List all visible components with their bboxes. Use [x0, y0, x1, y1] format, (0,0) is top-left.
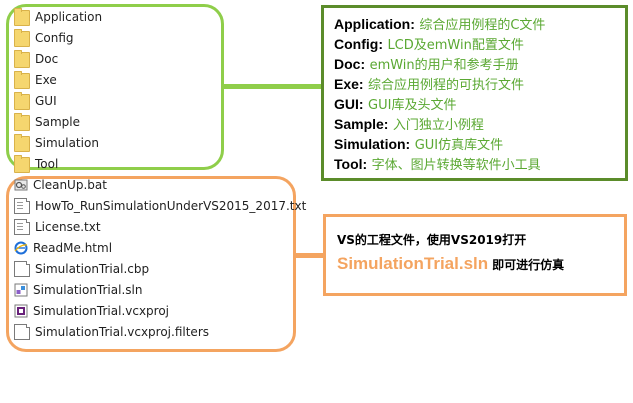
- folder-item-config[interactable]: Config: [14, 27, 74, 48]
- file-label: SimulationTrial.sln: [33, 282, 143, 297]
- description-row-tool: Tool: 字体、图片转换等软件小工具: [334, 154, 625, 174]
- batch-file-icon: [14, 178, 28, 192]
- folder-label: Tool: [35, 156, 59, 171]
- files-connector-line: [296, 253, 324, 258]
- vs-note-line1: VS的工程文件，使用VS2019打开: [337, 233, 527, 247]
- description-key: Simulation:: [334, 136, 411, 152]
- folder-label: Doc: [35, 51, 59, 66]
- folder-icon: [14, 113, 30, 131]
- generic-file-icon: [14, 260, 30, 277]
- folder-icon: [14, 29, 30, 47]
- vs-note-highlight: SimulationTrial.sln: [337, 254, 489, 273]
- folder-label: Application: [35, 9, 103, 24]
- folder-icon: [14, 134, 30, 152]
- folder-label: Simulation: [35, 135, 99, 150]
- description-row-doc: Doc: emWin的用户和参考手册: [334, 54, 625, 74]
- file-label: CleanUp.bat: [33, 177, 107, 192]
- folder-item-simulation[interactable]: Simulation: [14, 132, 99, 153]
- folders-connector-line: [224, 84, 322, 89]
- folder-item-application[interactable]: Application: [14, 6, 102, 27]
- folder-label: GUI: [35, 93, 57, 108]
- description-value: GUI库及头文件: [368, 98, 457, 113]
- folder-icon: [14, 50, 30, 68]
- file-label: ReadMe.html: [33, 240, 113, 255]
- folders-group-outline: [6, 4, 224, 170]
- file-label: SimulationTrial.cbp: [35, 261, 150, 276]
- filters-file-icon: [14, 323, 30, 340]
- file-item-license-txt[interactable]: License.txt: [14, 216, 101, 237]
- description-value: GUI仿真库文件: [414, 138, 504, 153]
- description-row-config: Config: LCD及emWin配置文件: [334, 34, 625, 54]
- vs-note-suffix: 即可进行仿真: [492, 258, 565, 272]
- description-key: GUI:: [334, 96, 364, 112]
- file-item-sln[interactable]: SimulationTrial.sln: [14, 279, 142, 300]
- folder-icon: [14, 92, 30, 110]
- folder-item-doc[interactable]: Doc: [14, 48, 58, 69]
- file-label: HowTo_RunSimulationUnderVS2015_2017.txt: [35, 198, 307, 213]
- description-row-gui: GUI: GUI库及头文件: [334, 94, 625, 114]
- file-item-vcxproj-filters[interactable]: SimulationTrial.vcxproj.filters: [14, 321, 209, 342]
- folder-item-gui[interactable]: GUI: [14, 90, 57, 111]
- files-group-outline: [6, 176, 296, 352]
- folder-icon: [14, 8, 30, 26]
- file-item-cbp[interactable]: SimulationTrial.cbp: [14, 258, 149, 279]
- description-key: Sample:: [334, 116, 389, 132]
- folder-label: Exe: [35, 72, 57, 87]
- file-label: License.txt: [35, 219, 101, 234]
- description-value: LCD及emWin配置文件: [387, 38, 524, 53]
- folder-label: Sample: [35, 114, 80, 129]
- file-item-vcxproj[interactable]: SimulationTrial.vcxproj: [14, 300, 169, 321]
- description-key: Tool:: [334, 156, 368, 172]
- description-value: emWin的用户和参考手册: [369, 58, 519, 73]
- description-row-exe: Exe: 综合应用例程的可执行文件: [334, 74, 625, 94]
- text-file-icon: [14, 218, 30, 235]
- description-value: 入门独立小例程: [392, 118, 484, 133]
- folder-item-exe[interactable]: Exe: [14, 69, 57, 90]
- description-row-simulation: Simulation: GUI仿真库文件: [334, 134, 625, 154]
- folder-description-box: Application: 综合应用例程的C文件 Config: LCD及emWi…: [321, 5, 628, 181]
- file-label: SimulationTrial.vcxproj.filters: [35, 324, 209, 339]
- description-value: 综合应用例程的C文件: [419, 18, 546, 33]
- folder-item-sample[interactable]: Sample: [14, 111, 80, 132]
- text-file-icon: [14, 197, 30, 214]
- description-row-application: Application: 综合应用例程的C文件: [334, 14, 625, 34]
- description-value: 字体、图片转换等软件小工具: [371, 158, 541, 173]
- description-row-sample: Sample: 入门独立小例程: [334, 114, 625, 134]
- html-file-icon: [14, 241, 28, 255]
- description-value: 综合应用例程的可执行文件: [368, 78, 525, 93]
- description-key: Doc:: [334, 56, 366, 72]
- file-item-howto-txt[interactable]: HowTo_RunSimulationUnderVS2015_2017.txt: [14, 195, 306, 216]
- solution-file-icon: [14, 283, 28, 297]
- description-key: Config:: [334, 36, 383, 52]
- folder-icon: [14, 71, 30, 89]
- description-key: Exe:: [334, 76, 364, 92]
- folder-item-tool[interactable]: Tool: [14, 153, 58, 174]
- folder-label: Config: [35, 30, 74, 45]
- folder-icon: [14, 155, 30, 173]
- file-item-cleanup-bat[interactable]: CleanUp.bat: [14, 174, 107, 195]
- file-label: SimulationTrial.vcxproj: [33, 303, 170, 318]
- vcxproj-file-icon: [14, 304, 28, 318]
- file-item-readme-html[interactable]: ReadMe.html: [14, 237, 112, 258]
- description-key: Application:: [334, 16, 415, 32]
